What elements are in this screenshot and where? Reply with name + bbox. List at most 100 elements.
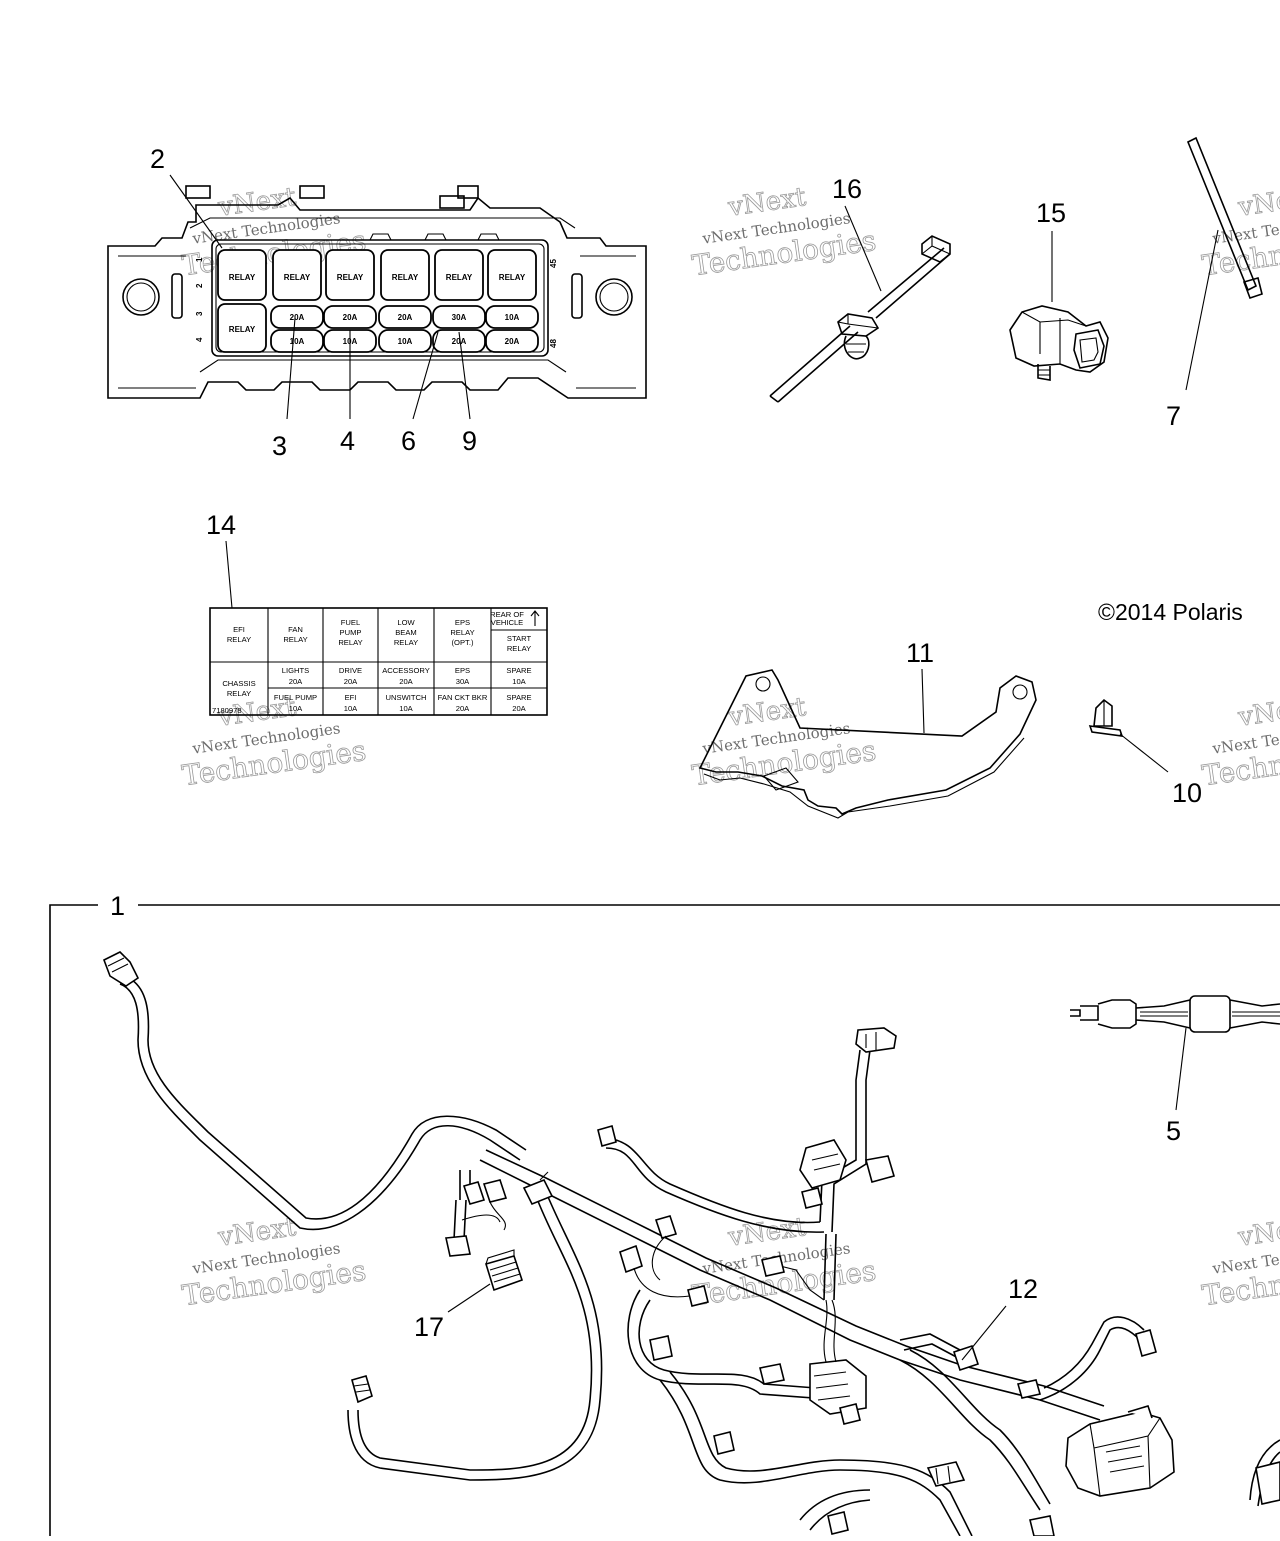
fuse-box-fuse-rating: 30A bbox=[452, 313, 467, 322]
fuse-box-relay-label: RELAY bbox=[284, 273, 311, 282]
callout-14: 14 bbox=[206, 510, 236, 540]
fuse-box-row-number: 4 bbox=[195, 337, 204, 342]
fuse-box-row-number: 3 bbox=[195, 311, 204, 316]
fuse-box-relay-label: RELAY bbox=[499, 273, 526, 282]
callout-11: 11 bbox=[906, 638, 934, 668]
fuse-box-fuse bbox=[270, 305, 324, 329]
cable-tie-clip-drawing bbox=[769, 205, 951, 403]
fuse-box-fuse-rating: 20A bbox=[398, 313, 413, 322]
label-decal-top-cell: FAN bbox=[288, 625, 303, 634]
callout-17: 17 bbox=[414, 1312, 444, 1342]
fuse-box-fuse bbox=[323, 305, 377, 329]
label-decal-start-relay: START bbox=[507, 634, 532, 643]
label-decal-mid-cell: 30A bbox=[456, 677, 470, 686]
fuse-box-drawing: RELAY RELAY RELAY RELAY RELAY RELAY RELAY 20A 10… bbox=[107, 185, 647, 399]
callout-7: 7 bbox=[1166, 401, 1181, 431]
label-decal-top-cell: RELAY bbox=[227, 635, 251, 644]
label-decal-top-cell: EFI bbox=[233, 625, 245, 634]
watermark-line1: vNext bbox=[1236, 692, 1280, 733]
fuse-box-fuse bbox=[378, 329, 432, 353]
callout-10: 10 bbox=[1172, 778, 1202, 808]
callout-numbers: 2 3 4 6 9 16 15 7 14 11 10 1 5 12 17 bbox=[110, 144, 1202, 1342]
label-decal-chassis-relay: RELAY bbox=[227, 689, 251, 698]
fuse-box-fuse-rating: 20A bbox=[290, 313, 305, 322]
callout-12: 12 bbox=[1008, 1274, 1038, 1304]
fuse-box-fuse bbox=[485, 305, 539, 329]
label-decal-mid-cell: 20A bbox=[399, 677, 413, 686]
push-rivet-drawing bbox=[1088, 698, 1169, 773]
fuse-box-fuse-rating: 20A bbox=[505, 337, 520, 346]
callout-6: 6 bbox=[401, 426, 416, 456]
label-decal-bottom-cell: EFI bbox=[345, 693, 357, 702]
fuse-box-relay-label: RELAY bbox=[229, 273, 256, 282]
label-decal-mid-cell: 20A bbox=[344, 677, 358, 686]
fuse-box-relay-label: RELAY bbox=[229, 325, 256, 334]
fuse-box-fuse-rating: 10A bbox=[505, 313, 520, 322]
label-decal-top-cell: BEAM bbox=[395, 628, 417, 637]
label-decal-bottom-cell: 20A bbox=[456, 704, 470, 713]
fuse-box-relay-label: RELAY bbox=[446, 273, 473, 282]
label-decal-mid-cell: 20A bbox=[289, 677, 303, 686]
small-module-drawing bbox=[447, 1249, 524, 1313]
fuse-box-fuse bbox=[270, 329, 324, 353]
label-decal-mid-cell: DRIVE bbox=[339, 666, 362, 675]
label-decal-bottom-cell: UNSWITCH bbox=[386, 693, 427, 702]
fuse-box-relay bbox=[487, 249, 537, 301]
fuse-box-fuse-rating: 20A bbox=[343, 313, 358, 322]
label-decal-top-cell: LOW bbox=[397, 618, 415, 627]
label-decal-top-cell: RELAY bbox=[338, 638, 362, 647]
fuse-box-fuse bbox=[432, 305, 486, 329]
callout-2: 2 bbox=[150, 144, 165, 174]
label-decal-top-cell: (OPT.) bbox=[452, 638, 474, 647]
inline-fuse-holder-drawing bbox=[1070, 995, 1280, 1111]
copyright-notice: ©2014 Polaris bbox=[1098, 599, 1243, 625]
label-decal-chassis-relay: CHASSIS bbox=[222, 679, 255, 688]
watermark-line1: vNext bbox=[1236, 182, 1280, 223]
label-decal-bottom-cell: FUEL PUMP bbox=[274, 693, 317, 702]
label-decal-bottom-cell: 20A bbox=[512, 704, 526, 713]
harness-frame bbox=[49, 904, 1280, 1536]
label-decal-part-number: 7180978 bbox=[212, 706, 242, 715]
fuse-box-row-numbers: 1 2 3 4 bbox=[195, 257, 204, 342]
callout-9: 9 bbox=[462, 426, 477, 456]
label-decal-mid-cell: 10A bbox=[512, 677, 526, 686]
callout-3: 3 bbox=[272, 431, 287, 461]
fuse-box-fuse-rating: 10A bbox=[290, 337, 305, 346]
label-decal-mid-cell: ACCESSORY bbox=[382, 666, 430, 675]
label-decal-top-cell: RELAY bbox=[394, 638, 418, 647]
label-decal-rear-of-vehicle: REAR OF bbox=[490, 610, 524, 619]
label-decal-start-relay: RELAY bbox=[507, 644, 531, 653]
connector-clip-drawing bbox=[1009, 231, 1109, 381]
fuse-box-relay-label: RELAY bbox=[392, 273, 419, 282]
fuse-box-relay bbox=[325, 249, 375, 301]
fuse-box-relay bbox=[272, 249, 322, 301]
label-decal-rear-of-vehicle: VEHICLE bbox=[491, 618, 524, 627]
label-decal-mid-cell: EPS bbox=[455, 666, 470, 675]
wire-harness-drawing bbox=[102, 951, 1280, 1537]
label-decal-mid-cell: LIGHTS bbox=[282, 666, 309, 675]
label-decal-bottom-cell: FAN CKT BKR bbox=[438, 693, 488, 702]
label-decal-top-cell: FUEL bbox=[341, 618, 360, 627]
label-decal-top-cell: RELAY bbox=[283, 635, 307, 644]
fuse-box-relay bbox=[217, 303, 267, 353]
callout-15: 15 bbox=[1036, 198, 1066, 228]
watermark-line1: vNext bbox=[1236, 1212, 1280, 1253]
fuse-box-row-number: 2 bbox=[195, 283, 204, 288]
fuse-box-relay-label: RELAY bbox=[337, 273, 364, 282]
bracket-drawing bbox=[698, 668, 1037, 819]
label-decal-bottom-cell: 10A bbox=[344, 704, 358, 713]
label-decal-top-cell: RELAY bbox=[450, 628, 474, 637]
fuse-box-row-number: 1 bbox=[195, 257, 204, 262]
fuse-box-relay bbox=[217, 249, 267, 301]
fuse-box-fuse bbox=[378, 305, 432, 329]
callout-5: 5 bbox=[1166, 1116, 1181, 1146]
label-decal-bottom-cell: 10A bbox=[399, 704, 413, 713]
